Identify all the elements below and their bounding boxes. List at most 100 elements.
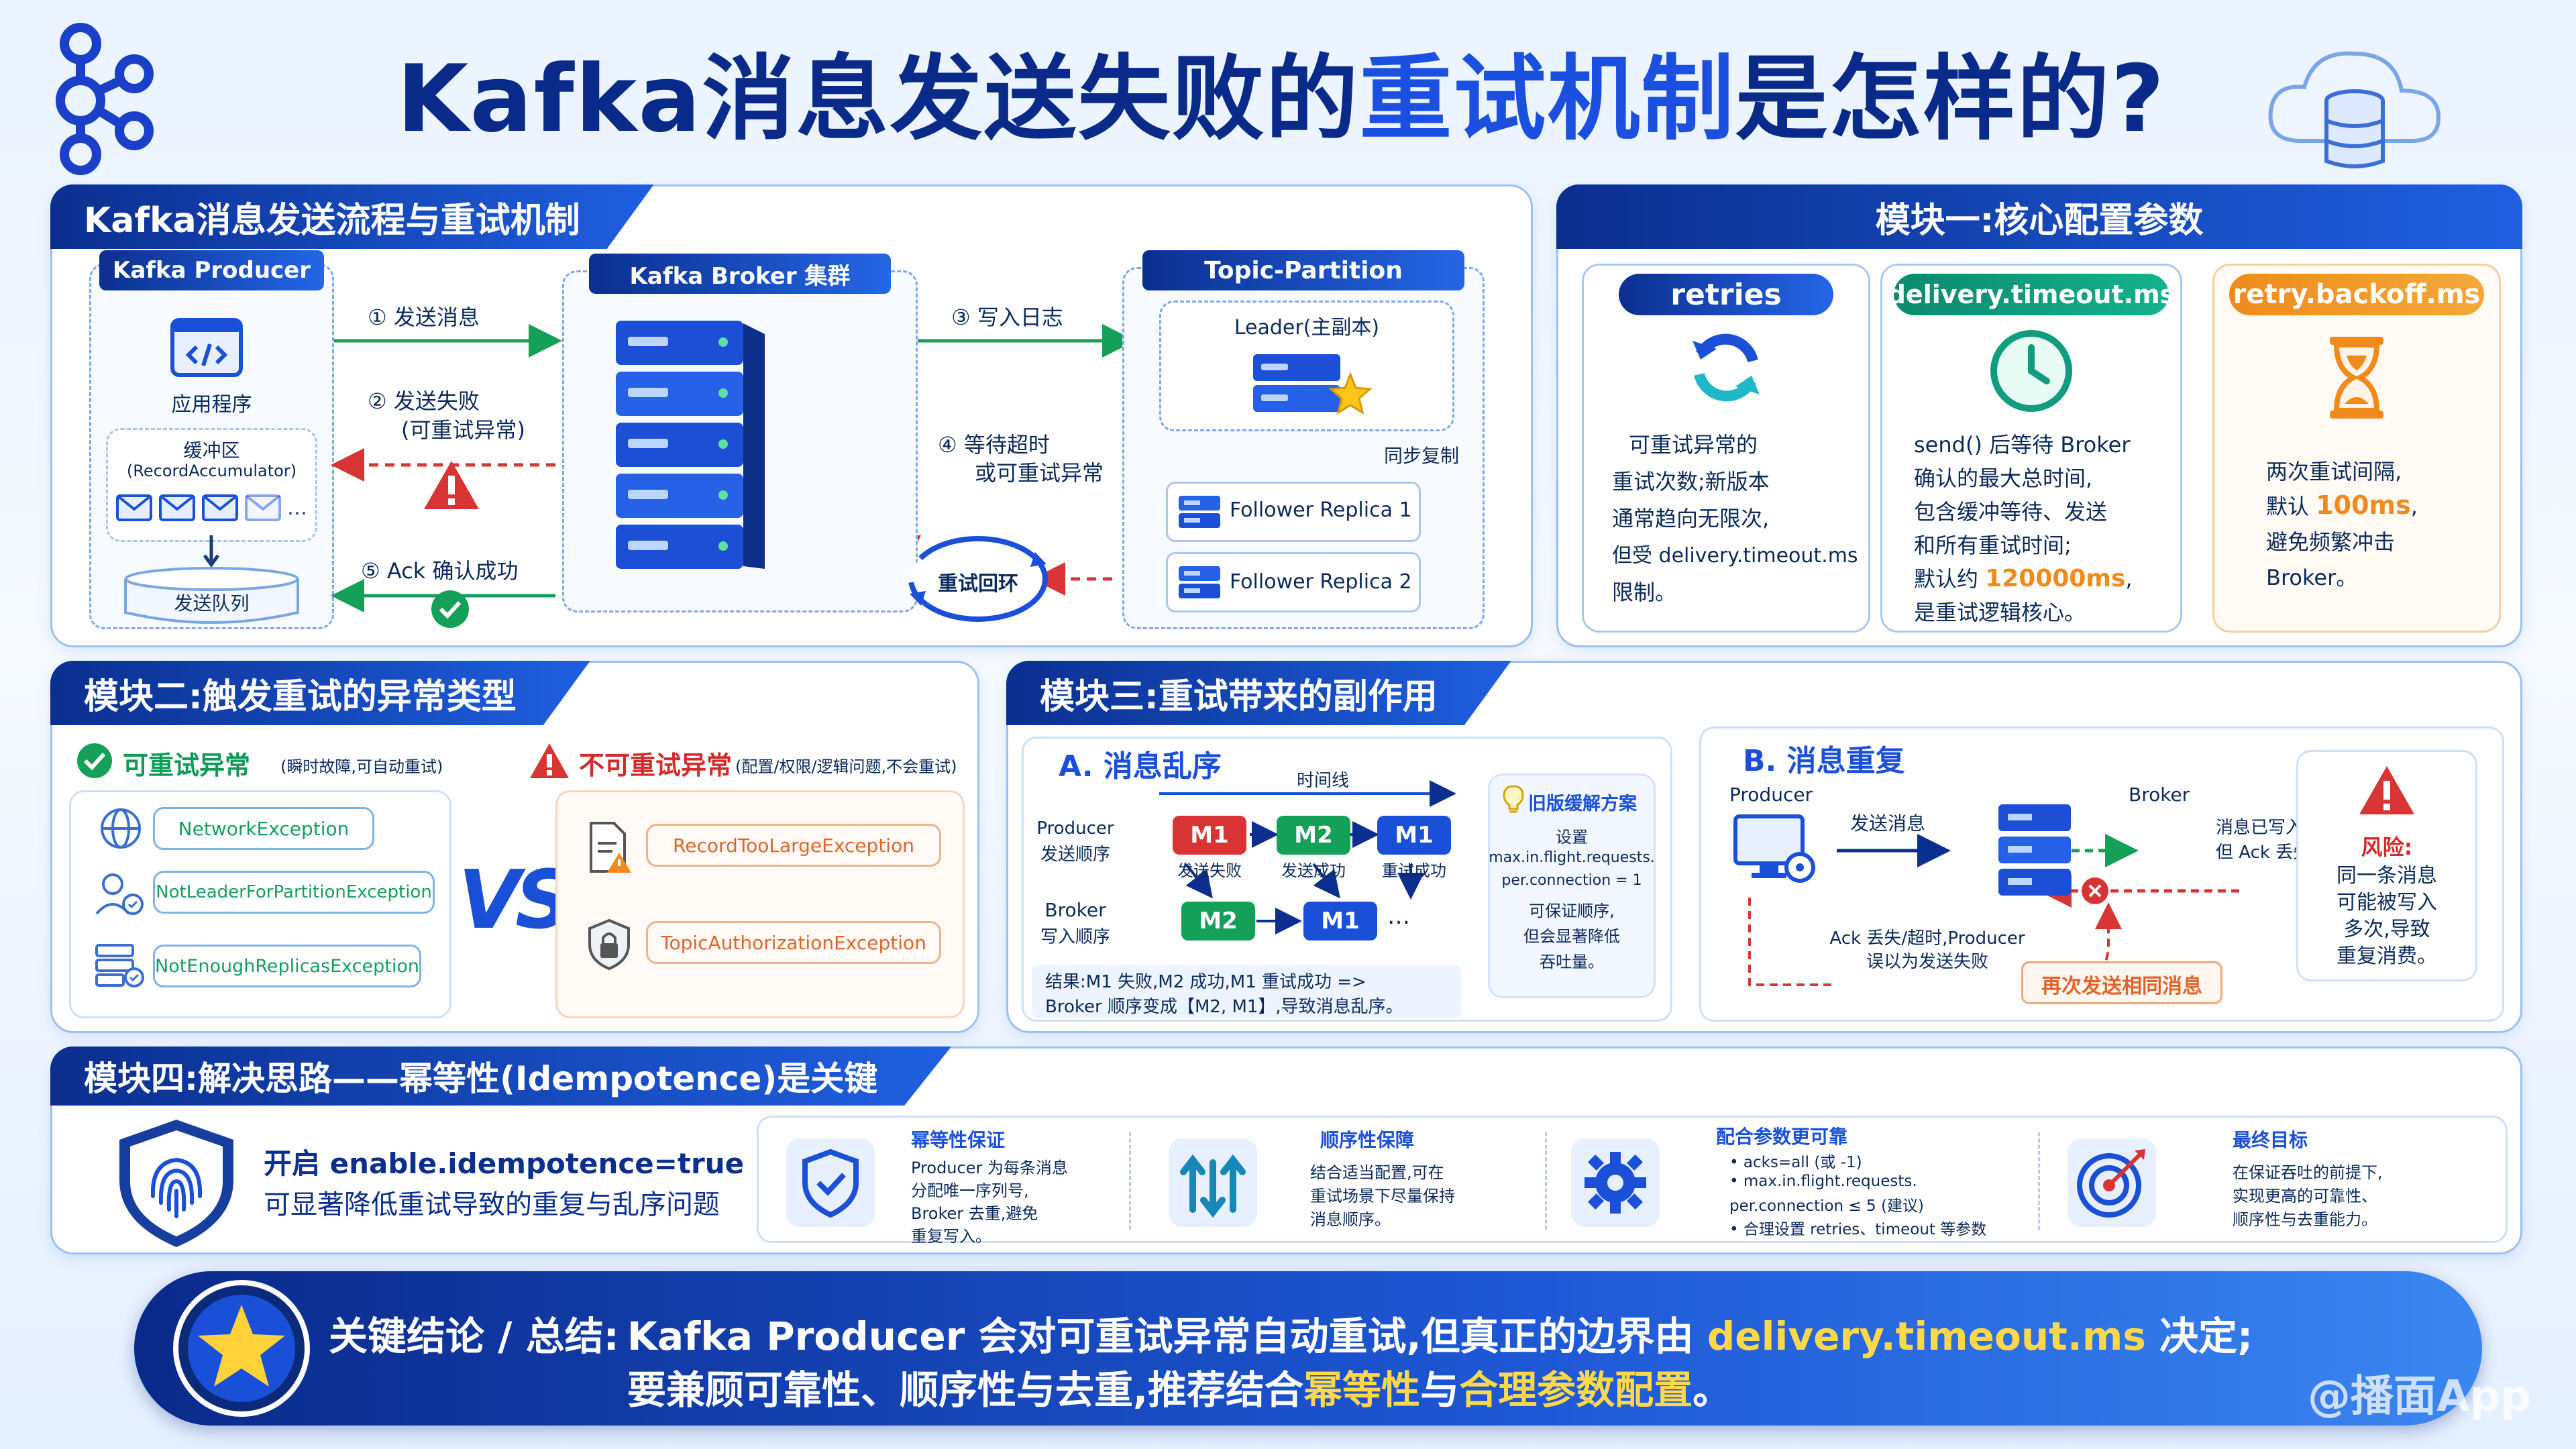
old-line-2: max.in.flight.requests. (1489, 849, 1655, 866)
follower-2-card (1166, 552, 1421, 612)
leader-server-star-icon (1253, 354, 1373, 415)
target-icon (2068, 1138, 2156, 1227)
follower-1-label: Follower Replica 1 (1230, 498, 1412, 522)
buffer-box (106, 428, 317, 542)
fingerprint-shield-icon (119, 1120, 233, 1247)
retry-loop-label: 重试回环 (938, 572, 1018, 596)
topic-tag: Topic-Partition (1142, 250, 1464, 290)
disorder-arrows (1159, 780, 1456, 934)
globe-icon (101, 808, 141, 849)
code-window-icon (170, 318, 243, 377)
risk-line-1: 同一条消息 (2337, 864, 2437, 888)
result-line-1: 结果:M1 失败,M2 成功,M1 重试成功 => (1045, 972, 1366, 992)
benefit-4-title: 最终目标 (2233, 1129, 2308, 1151)
down-arrow-icon (203, 535, 220, 568)
benefit-2-line-3: 消息顺序。 (1310, 1210, 1391, 1229)
resend-badge (2021, 961, 2222, 1004)
follower-2-label: Follower Replica 2 (1230, 570, 1412, 594)
benefit-3-line-1: • acks=all (或 -1) (1729, 1154, 1862, 1171)
cloud-database-icon (2268, 51, 2441, 168)
old-line-3: per.connection = 1 (1501, 872, 1642, 889)
enable-idempotence-sub: 可显著降低重试导致的重复与乱序问题 (264, 1189, 720, 1220)
check-circle-icon (431, 590, 469, 628)
follower-2-server-icon (1179, 566, 1220, 598)
benefit-4-line-2: 实现更高的可靠性、 (2233, 1187, 2377, 1205)
watermark: @播面App (2308, 1372, 2532, 1421)
dup-producer-label: Producer (1729, 784, 1813, 806)
retry-backoff-tag: retry.backoff.ms (2229, 274, 2484, 315)
benefit-1-line-1: Producer 为每条消息 (911, 1159, 1068, 1177)
dup-send-label: 发送消息 (1850, 812, 1926, 835)
duplicate-title: B. 消息重复 (1743, 744, 1905, 778)
dup-broker-server-icon (1998, 804, 2071, 896)
risk-warning-icon (2359, 766, 2414, 814)
old-line-5: 但会显著降低 (1523, 927, 1620, 946)
follower-1-card (1166, 482, 1421, 542)
module-2-title: 模块二:触发重试的异常类型 (50, 661, 590, 725)
hourglass-icon (2330, 337, 2383, 419)
module-4-panel: 模块四:解决思路——幂等性(Idempotence)是关键 开启 enable.… (50, 1046, 2522, 1254)
delivery-desc-1: send() 后等待 Broker (1914, 432, 2131, 458)
star-badge-icon (173, 1280, 310, 1417)
retry-ok-label: 重试成功 (1382, 861, 1446, 880)
module-1-title: 模块一:核心配置参数 (1556, 184, 2522, 249)
lightbulb-icon (1503, 785, 1524, 813)
msg-m1-failed: M1 (1173, 816, 1246, 855)
dup-ack-lost-1: Ack 丢失/超时,Producer (1829, 928, 2025, 949)
retries-desc-3: 通常趋向无限次, (1612, 506, 1770, 531)
module-3-title: 模块三:重试带来的副作用 (1006, 661, 1511, 725)
record-too-large-pill: RecordTooLargeException (646, 824, 941, 867)
old-solution-title: 旧版缓解方案 (1528, 794, 1637, 814)
conclusion-line-2: 要兼顾可靠性、顺序性与去重,推荐结合幂等性与合理参数配置。 (627, 1367, 1732, 1413)
buffer-label: 缓冲区 (183, 439, 240, 462)
risk-line-3: 多次,导致 (2343, 918, 2430, 941)
step-5-label: ⑤ Ack 确认成功 (361, 558, 519, 584)
enable-idempotence-line: 开启 enable.idempotence=true (264, 1147, 745, 1180)
msg-m1-retry: M1 (1377, 816, 1451, 855)
user-switch-icon (95, 873, 144, 915)
follower-1-server-icon (1179, 496, 1220, 528)
producer-tag: Kafka Producer (99, 250, 324, 290)
non-retriable-sub: (配置/权限/逻辑问题,不会重试) (735, 757, 957, 776)
dup-written-1: 消息已写入 (2216, 818, 2304, 838)
delivery-desc-3: 包含缓冲等待、发送 (1914, 499, 2108, 525)
shield-check-icon (786, 1138, 875, 1227)
step-4-sub-label: 或可重试异常 (975, 460, 1104, 486)
msg-m2-written: M2 (1181, 902, 1255, 941)
broker-order-1: Broker (1044, 899, 1106, 921)
check-badge-icon (77, 743, 112, 778)
benefit-3-line-4: • 合理设置 retries、timeout 等参数 (1729, 1221, 1987, 1238)
benefit-3-title: 配合参数更可靠 (1716, 1126, 1848, 1148)
msg-m1-written: M1 (1303, 902, 1377, 941)
svg-text:…: … (287, 496, 307, 520)
result-box (1032, 965, 1461, 1018)
producer-order-1: Producer (1036, 818, 1114, 839)
backoff-desc-3: Broker。 (2266, 565, 2358, 590)
vs-label: VS (458, 854, 573, 947)
step-3-label: ③ 写入日志 (951, 305, 1063, 330)
retry-loop-icon (908, 536, 1048, 622)
conclusion-label: 关键结论 / 总结: (329, 1313, 619, 1359)
flow-panel-title: Kafka消息发送流程与重试机制 (50, 184, 654, 249)
lock-shield-icon (588, 918, 630, 971)
file-warning-icon (590, 822, 631, 873)
timeline-label: 时间线 (1297, 771, 1350, 791)
not-enough-replicas-pill: NotEnoughReplicasException (153, 945, 421, 987)
risk-line-2: 可能被写入 (2337, 891, 2437, 914)
not-leader-exception-pill: NotLeaderForPartitionException (153, 871, 435, 914)
retry-backoff-card (2212, 264, 2501, 633)
warning-triangle-icon (530, 743, 569, 778)
conclusion-line-1: Kafka Producer 会对可重试异常自动重试,但真正的边界由 deliv… (627, 1313, 2253, 1359)
benefit-divider-1 (1129, 1132, 1131, 1230)
step-2-sub-label: (可重试异常) (401, 417, 525, 443)
delivery-desc-last: 是重试逻辑核心。 (1914, 600, 2086, 625)
retries-tag: retries (1619, 274, 1833, 315)
benefit-1-title: 幂等性保证 (911, 1129, 1006, 1151)
retries-card (1582, 264, 1870, 633)
retriable-sub: (瞬时故障,可自动重试) (280, 757, 443, 776)
replica-server-icon (95, 944, 144, 987)
retries-desc-1: 可重试异常的 (1629, 432, 1758, 458)
msg-m2-sent: M2 (1277, 816, 1350, 855)
warning-icon (424, 461, 479, 509)
module-2-panel: 模块二:触发重试的异常类型 可重试异常 (瞬时故障,可自动重试) 不可重试异常 … (50, 661, 979, 1033)
